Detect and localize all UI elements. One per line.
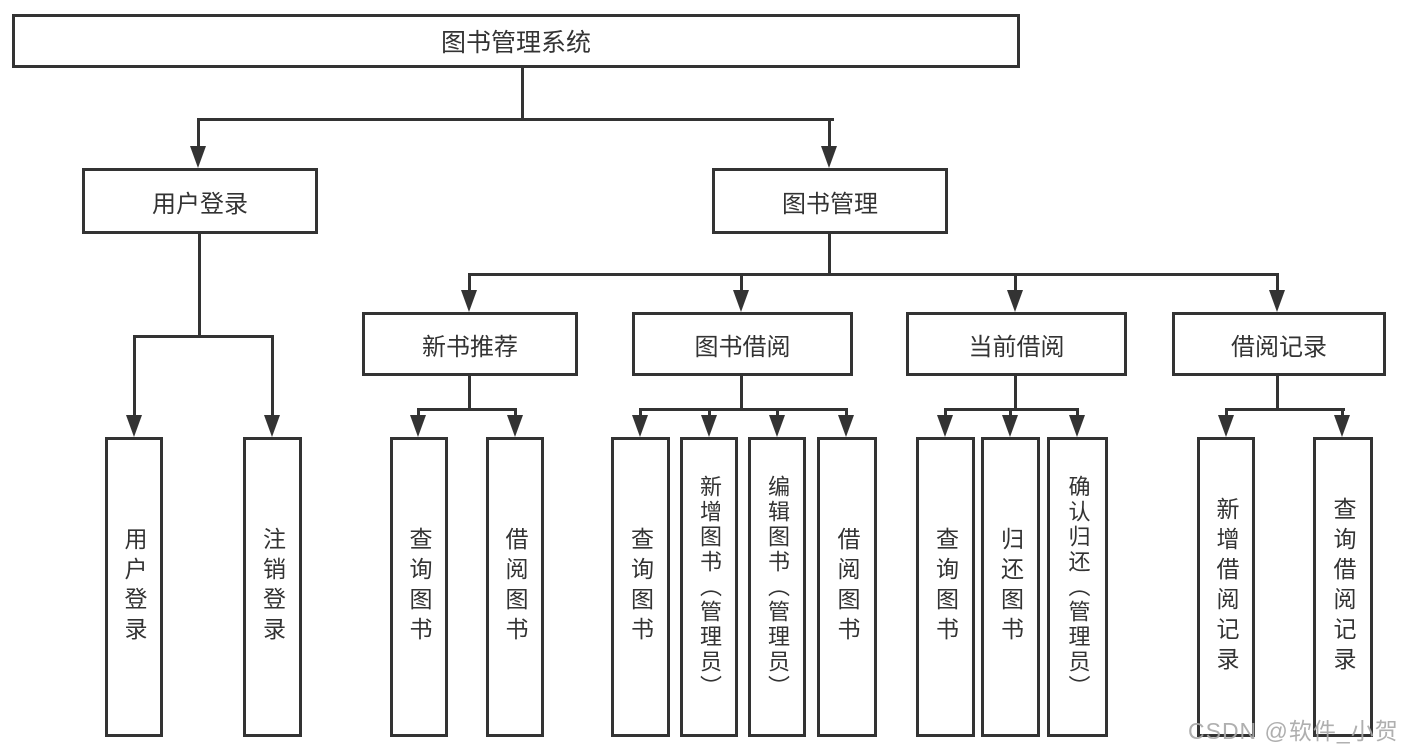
connector-level2-bar (197, 118, 834, 121)
connector-book-mgmt-drop (828, 118, 831, 148)
arrow-down-icon (190, 146, 206, 168)
connector-bar (417, 408, 517, 411)
node-current-borrowing: 当前借阅 (906, 312, 1127, 376)
node-book-borrowing: 图书借阅 (632, 312, 853, 376)
arrow-down-icon (838, 415, 854, 437)
connector-leaf-drop (708, 408, 711, 420)
connector-leaf-drop (1009, 408, 1012, 420)
arrow-down-icon (1334, 415, 1350, 437)
arrow-down-icon (937, 415, 953, 437)
arrow-down-icon (733, 290, 749, 312)
node-root-library-system: 图书管理系统 (12, 14, 1020, 68)
leaf-add-books-admin: 新增图书（管理员） (680, 437, 738, 737)
leaf-edit-books-admin: 编辑图书（管理员） (748, 437, 806, 737)
connector-root-stem (521, 66, 524, 120)
connector-level3-drop (740, 273, 743, 293)
arrow-down-icon (632, 415, 648, 437)
leaf-borrow-books: 借阅图书 (486, 437, 544, 737)
connector-level3-drop (1014, 273, 1017, 293)
arrow-down-icon (1069, 415, 1085, 437)
leaf-query-borrow-record: 查询借阅记录 (1313, 437, 1373, 737)
connector-user-login-bar (133, 335, 274, 338)
leaf-logout: 注销登录 (243, 437, 302, 737)
node-user-login: 用户登录 (82, 168, 318, 234)
leaf-add-borrow-record: 新增借阅记录 (1197, 437, 1255, 737)
connector-book-mgmt-stem (828, 232, 831, 276)
arrow-down-icon (507, 415, 523, 437)
arrow-down-icon (461, 290, 477, 312)
connector-level3-bar (468, 273, 1279, 276)
arrow-down-icon (701, 415, 717, 437)
arrow-down-icon (769, 415, 785, 437)
leaf-query-books: 查询图书 (611, 437, 670, 737)
arrow-down-icon (1007, 290, 1023, 312)
arrow-down-icon (126, 415, 142, 437)
connector-user-login-drop (197, 118, 200, 148)
connector-user-login-stem (198, 232, 201, 337)
connector-leaf-drop (944, 408, 947, 420)
connector-level3-drop (1276, 273, 1279, 293)
connector-leaf-drop (639, 408, 642, 420)
connector-leaf-drop (1225, 408, 1228, 420)
connector-bar (1225, 408, 1345, 411)
connector-leaf-drop (1341, 408, 1344, 420)
node-borrowing-records: 借阅记录 (1172, 312, 1386, 376)
connector-leaf-drop (1076, 408, 1079, 420)
leaf-query-books: 查询图书 (916, 437, 975, 737)
arrow-down-icon (264, 415, 280, 437)
arrow-down-icon (1269, 290, 1285, 312)
node-new-book-recommend: 新书推荐 (362, 312, 578, 376)
leaf-query-books: 查询图书 (390, 437, 448, 737)
watermark: CSDN @软件_小贺同学 (1188, 718, 1399, 744)
connector-leaf-drop (271, 335, 274, 417)
leaf-borrow-books: 借阅图书 (817, 437, 877, 737)
leaf-user-login: 用户登录 (105, 437, 163, 737)
connector-leaf-drop (845, 408, 848, 420)
connector-leaf-drop (776, 408, 779, 420)
leaf-confirm-return-admin: 确认归还（管理员） (1047, 437, 1108, 737)
arrow-down-icon (1002, 415, 1018, 437)
connector-stem (740, 374, 743, 410)
connector-stem (468, 374, 471, 410)
node-book-management: 图书管理 (712, 168, 948, 234)
connector-stem (1014, 374, 1017, 410)
connector-leaf-drop (133, 335, 136, 417)
arrow-down-icon (1218, 415, 1234, 437)
connector-leaf-drop (514, 408, 517, 420)
connector-level3-drop (468, 273, 471, 293)
connector-stem (1276, 374, 1279, 410)
leaf-return-books: 归还图书 (981, 437, 1040, 737)
arrow-down-icon (821, 146, 837, 168)
connector-leaf-drop (417, 408, 420, 420)
connector-bar (639, 408, 848, 411)
arrow-down-icon (410, 415, 426, 437)
